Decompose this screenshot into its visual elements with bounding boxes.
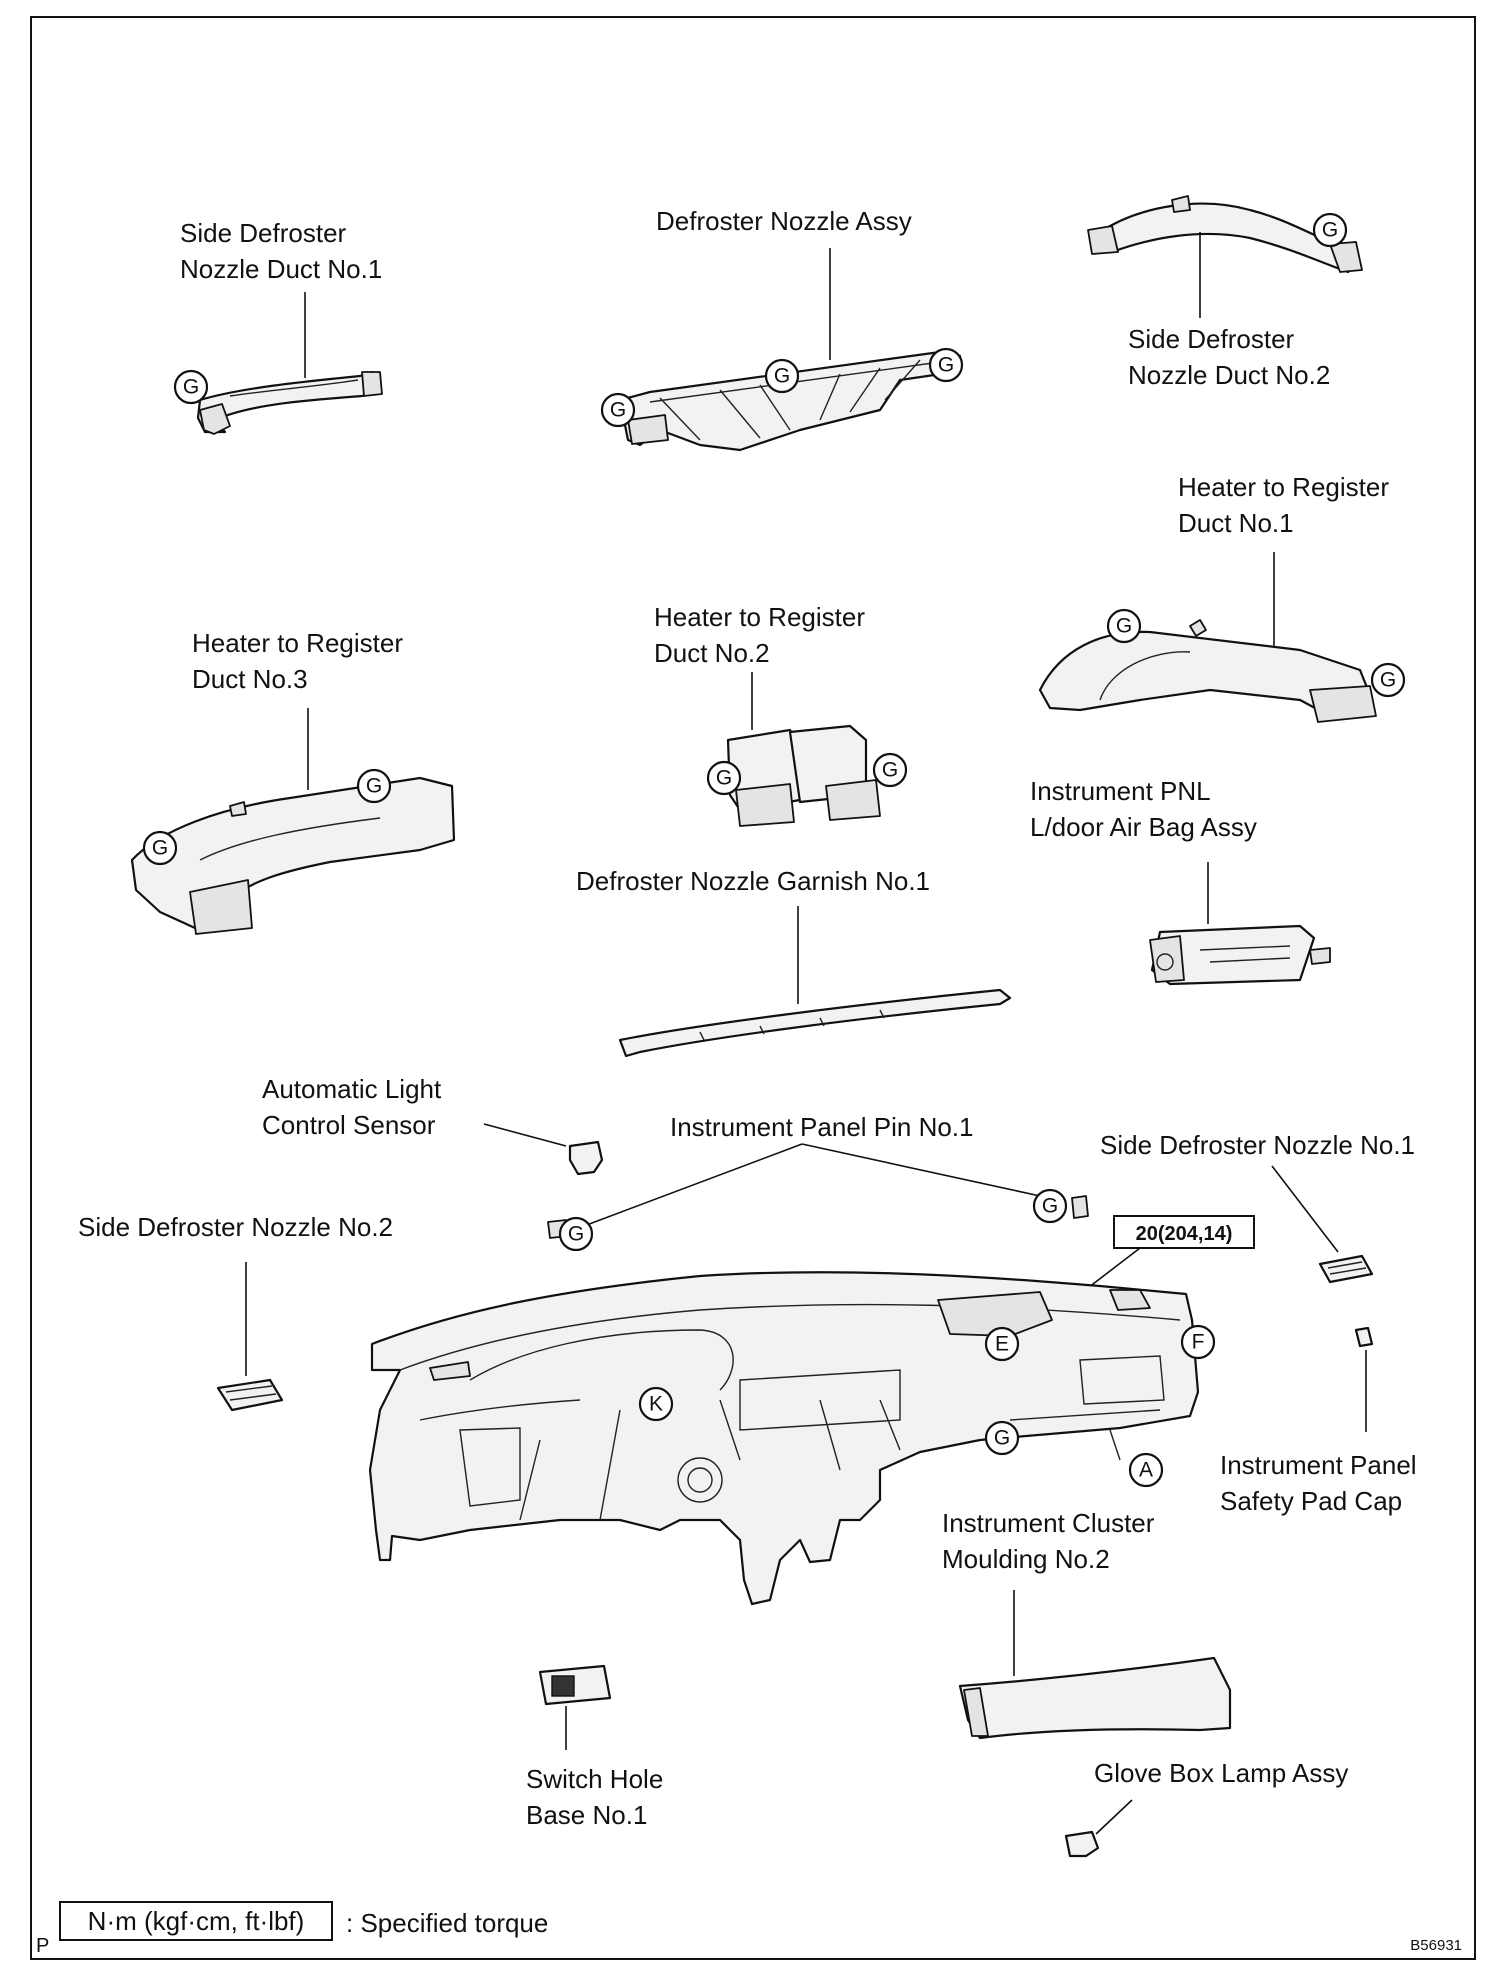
marker-g-duct2: G <box>1312 212 1348 248</box>
heater-to-register-duct-2: Heater to Register Duct No.2 <box>654 602 881 827</box>
label-instrument-panel-pin: Instrument Panel Pin No.1 <box>670 1112 974 1142</box>
torque-callout: 20(204,14) <box>1019 1215 1255 1341</box>
svg-text:G: G <box>938 354 954 377</box>
side-defroster-nozzle-2: Side Defroster Nozzle No.2 <box>78 1212 393 1412</box>
automatic-light-control-sensor: Automatic Light Control Sensor <box>262 1074 604 1176</box>
switch-hole-base-1: Switch Hole Base No.1 <box>526 1664 663 1830</box>
label-side-defroster-duct-2-line1: Side Defroster <box>1128 324 1295 354</box>
marker-g-pin-right: G <box>1032 1188 1068 1224</box>
label-defroster-garnish: Defroster Nozzle Garnish No.1 <box>576 866 930 896</box>
svg-text:G: G <box>994 1427 1010 1450</box>
label-safety-pad-cap-line2: Safety Pad Cap <box>1220 1486 1402 1516</box>
side-defroster-nozzle-duct-2: Side Defroster Nozzle Duct No.2 <box>1087 195 1363 390</box>
svg-text:G: G <box>716 767 732 790</box>
unit-box-text: N·m (kgf·cm, ft·lbf) <box>88 1906 305 1936</box>
svg-text:G: G <box>1380 669 1396 692</box>
marker-g-reg1-right: G <box>1370 662 1406 698</box>
label-auto-light-line1: Automatic Light <box>262 1074 442 1104</box>
label-airbag-line2: L/door Air Bag Assy <box>1030 812 1257 842</box>
label-heater-register-duct-3-line2: Duct No.3 <box>192 664 308 694</box>
svg-text:G: G <box>183 376 199 399</box>
svg-text:G: G <box>610 399 626 422</box>
label-auto-light-line2: Control Sensor <box>262 1110 436 1140</box>
marker-set: G G G G G G G G G G G G G E F K G A <box>142 212 1406 1488</box>
svg-text:G: G <box>152 837 168 860</box>
marker-g-reg1-left: G <box>1106 608 1142 644</box>
svg-text:G: G <box>1042 1195 1058 1218</box>
svg-text:G: G <box>1322 219 1338 242</box>
heater-to-register-duct-3: Heater to Register Duct No.3 <box>130 628 456 935</box>
label-side-defroster-duct-1-line1: Side Defroster <box>180 218 347 248</box>
svg-text:G: G <box>366 775 382 798</box>
svg-text:G: G <box>1116 615 1132 638</box>
marker-e: E <box>984 1326 1020 1362</box>
marker-g-reg3-left: G <box>142 830 178 866</box>
label-safety-pad-cap-line1: Instrument Panel <box>1220 1450 1417 1480</box>
figure-id: B56931 <box>1410 1937 1462 1954</box>
marker-g-nozzle-right: G <box>928 347 964 383</box>
corner-letter: P <box>36 1935 49 1957</box>
marker-g-pin-left: G <box>558 1216 594 1252</box>
label-side-defroster-nozzle-2: Side Defroster Nozzle No.2 <box>78 1212 393 1242</box>
marker-g-nozzle-left: G <box>600 392 636 428</box>
label-heater-register-duct-2-line2: Duct No.2 <box>654 638 770 668</box>
side-defroster-nozzle-duct-1: Side Defroster Nozzle Duct No.1 <box>180 218 383 435</box>
side-defroster-nozzle-1: Side Defroster Nozzle No.1 <box>1100 1130 1415 1284</box>
instrument-panel-pin-1: Instrument Panel Pin No.1 <box>547 1112 1089 1239</box>
torque-box <box>1113 1215 1255 1249</box>
svg-text:K: K <box>649 1393 663 1416</box>
marker-f: F <box>1180 1324 1216 1360</box>
torque-value: 20(204,14) <box>1136 1223 1233 1245</box>
label-side-defroster-duct-1-line2: Nozzle Duct No.1 <box>180 254 382 284</box>
label-airbag-line1: Instrument PNL <box>1030 776 1211 806</box>
legend: P N·m (kgf·cm, ft·lbf) : Specified torqu… <box>36 1901 1462 1957</box>
marker-k: K <box>638 1386 674 1422</box>
svg-text:E: E <box>995 1333 1009 1356</box>
label-switch-hole-base-line1: Switch Hole <box>526 1764 663 1794</box>
switch-hole <box>551 1675 575 1697</box>
instrument-panel-safety-pad-cap: Instrument Panel Safety Pad Cap <box>1220 1326 1417 1516</box>
label-heater-register-duct-1-line2: Duct No.1 <box>1178 508 1294 538</box>
label-defroster-nozzle-assy: Defroster Nozzle Assy <box>656 206 912 236</box>
marker-a: A <box>1128 1452 1164 1488</box>
marker-g-nozzle-center: G <box>764 358 800 394</box>
label-heater-register-duct-1-line1: Heater to Register <box>1178 472 1389 502</box>
label-side-defroster-duct-2-line2: Nozzle Duct No.2 <box>1128 360 1330 390</box>
label-cluster-moulding-line2: Moulding No.2 <box>942 1544 1110 1574</box>
label-side-defroster-nozzle-1: Side Defroster Nozzle No.1 <box>1100 1130 1415 1160</box>
label-glove-box-lamp: Glove Box Lamp Assy <box>1094 1758 1348 1788</box>
instrument-cluster-moulding-2: Instrument Cluster Moulding No.2 <box>942 1508 1232 1740</box>
svg-text:F: F <box>1192 1331 1205 1354</box>
marker-g-reg2-right: G <box>872 752 908 788</box>
label-switch-hole-base-line2: Base No.1 <box>526 1800 647 1830</box>
diagram-frame <box>30 16 1476 1960</box>
svg-text:G: G <box>882 759 898 782</box>
label-heater-register-duct-3-line1: Heater to Register <box>192 628 403 658</box>
label-heater-register-duct-2-line1: Heater to Register <box>654 602 865 632</box>
svg-text:G: G <box>568 1223 584 1246</box>
marker-g-reg3-right: G <box>356 768 392 804</box>
label-cluster-moulding-line1: Instrument Cluster <box>942 1508 1155 1538</box>
svg-text:A: A <box>1139 1459 1153 1482</box>
marker-g-panel: G <box>984 1420 1020 1456</box>
defroster-nozzle-assy: Defroster Nozzle Assy <box>618 206 962 452</box>
unit-box <box>59 1901 333 1941</box>
heater-to-register-duct-1: Heater to Register Duct No.1 <box>1038 472 1389 723</box>
svg-text:G: G <box>774 365 790 388</box>
marker-g-reg2-left: G <box>706 760 742 796</box>
glove-box-lamp-assy: Glove Box Lamp Assy <box>1064 1758 1348 1858</box>
defroster-nozzle-garnish-1: Defroster Nozzle Garnish No.1 <box>576 866 1012 1058</box>
instrument-pnl-airbag-assy: Instrument PNL L/door Air Bag Assy <box>1030 776 1331 986</box>
unit-description: : Specified torque <box>346 1908 548 1938</box>
marker-g-duct1: G <box>173 369 209 405</box>
